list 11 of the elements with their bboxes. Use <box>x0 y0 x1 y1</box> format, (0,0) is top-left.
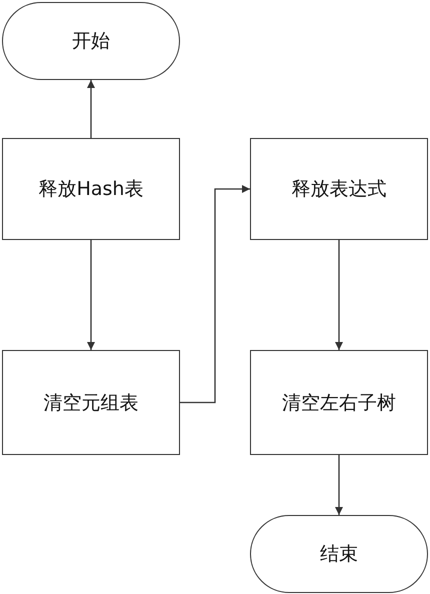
process-box: 清空元组表 <box>2 350 180 455</box>
arrow <box>87 80 95 138</box>
arrow <box>180 185 250 404</box>
terminal-box: 结束 <box>250 515 428 593</box>
process-box: 释放Hash表 <box>2 138 180 240</box>
arrow <box>335 455 343 515</box>
terminal-box: 开始 <box>2 2 180 80</box>
arrow <box>87 240 95 350</box>
process-box: 释放表达式 <box>250 138 428 240</box>
arrow <box>335 240 343 350</box>
process-box: 清空左右子树 <box>250 350 428 455</box>
